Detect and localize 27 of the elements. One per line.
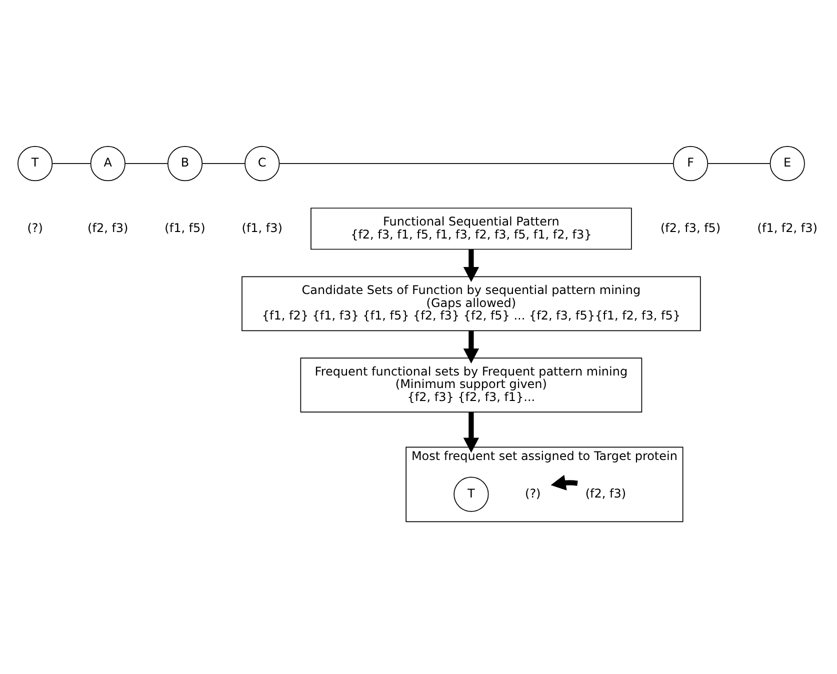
node-text: (f2, f3) [585,486,626,500]
node-circle: T [18,146,53,181]
connector [278,162,674,164]
connector [708,162,770,164]
arrow [550,474,578,490]
node-label: (f2, f3, f5) [660,220,721,234]
node-label: (?) [27,220,43,234]
node-label: (f1, f5) [164,220,206,234]
node-circle: B [167,146,203,181]
node-box: Candidate Sets of Function by sequential pattern mining (Gaps allowed) {f1, f2} {f1, f3} {f1, f5} {f2, f3} {f2, f5} ... {f2, f3, f5}{f1, f2, f3, f5} [242,276,701,331]
node-box: Functional Sequential Pattern {f2, f3, f1, f5, f1, f3, f2, f3, f5, f1, f2, f3} [310,207,632,250]
arrow [463,412,480,452]
arrow [463,249,480,282]
connector [52,162,91,164]
node-label: (f2, f3) [88,220,128,234]
connector [124,162,168,164]
node-text: (?) [525,486,541,500]
node-circle: E [770,146,805,181]
arrow [463,330,480,363]
node-label: (f1, f3) [242,220,282,234]
node-circle: A [90,146,126,181]
node-circle: T [454,476,489,512]
node-label: (f1, f2, f3) [757,220,818,234]
node-circle: C [244,146,280,181]
node-box: Frequent functional sets by Frequent pattern mining (Minimum support given) {f2, f3} {f2, f3, f1}... [300,357,642,412]
node-circle: F [672,146,708,181]
connector [202,162,246,164]
